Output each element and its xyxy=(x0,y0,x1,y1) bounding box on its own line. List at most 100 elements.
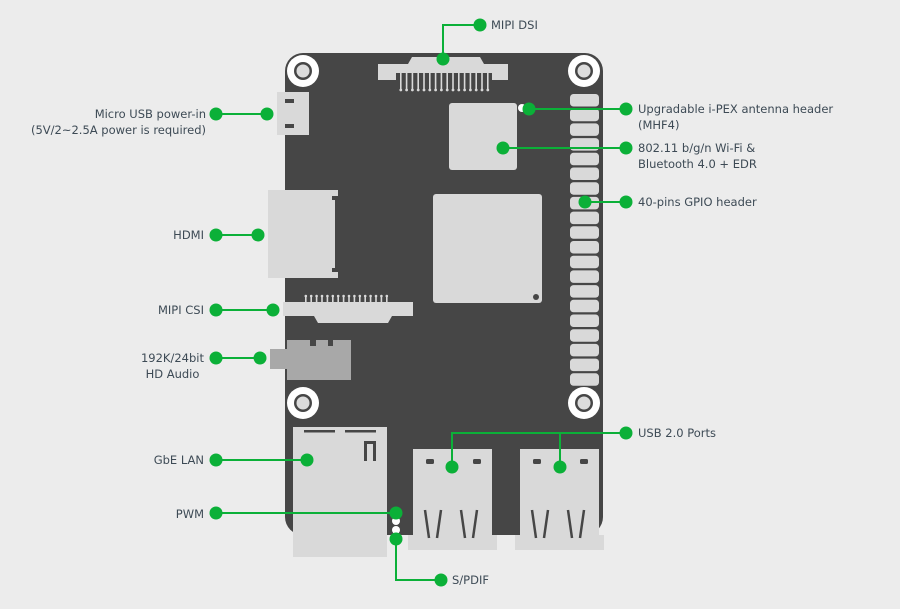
gpio-pin xyxy=(570,123,599,136)
dsi-pin-tip xyxy=(469,88,472,92)
callout-dot-spdif xyxy=(389,532,403,546)
callout-dot-wifi xyxy=(496,141,510,155)
usb-port-flange xyxy=(408,535,497,550)
dsi-pin xyxy=(446,73,448,89)
dsi-pin-tip xyxy=(457,88,461,92)
gpio-pin xyxy=(570,94,599,107)
gpio-pin xyxy=(570,167,599,180)
csi-pin-tip xyxy=(363,294,367,298)
csi-pin-tip xyxy=(385,294,389,298)
gpio-pin xyxy=(570,226,599,239)
csi-pin xyxy=(375,296,377,303)
gpio-pin xyxy=(570,314,599,327)
csi-pin-tip xyxy=(374,294,378,298)
gpio-pin xyxy=(570,241,599,254)
gpio-pin xyxy=(570,255,599,269)
dsi-pin-tip xyxy=(411,88,414,92)
csi-pin xyxy=(348,296,350,303)
csi-pin-tip xyxy=(326,294,329,298)
usb-contact xyxy=(530,509,538,539)
gpio-pin xyxy=(570,358,599,372)
callout-dot-hdmi xyxy=(251,228,265,242)
csi-pin-tip xyxy=(353,294,356,298)
label-spdif: S/PDIF xyxy=(452,573,489,587)
soc-chip xyxy=(433,194,542,303)
dsi-pin xyxy=(411,73,414,89)
label-wifi: 802.11 b/g/n Wi-Fi & Bluetooth 4.0 + EDR xyxy=(638,140,757,172)
csi-pin-tip xyxy=(315,294,318,298)
callout-dot-antenna xyxy=(619,102,633,116)
csi-pin xyxy=(369,296,372,303)
pwm-pin-2 xyxy=(392,526,400,534)
callout-dot-lan xyxy=(300,453,314,467)
csi-pin xyxy=(337,296,339,303)
gpio-pin xyxy=(570,108,599,122)
dsi-pin xyxy=(434,73,437,89)
csi-pin-tip xyxy=(320,294,324,298)
callout-dot-pwm xyxy=(209,506,223,520)
callout-dot-usb xyxy=(619,426,633,440)
callout-dot-mipi-csi xyxy=(266,303,280,317)
micro-usb-connector xyxy=(277,92,309,135)
dsi-pin-tip xyxy=(445,88,449,92)
gpio-pin xyxy=(570,211,599,225)
mounting-hole-top-left xyxy=(287,55,319,87)
csi-pin xyxy=(386,296,388,303)
usb-contact xyxy=(423,509,431,539)
gpio-pin xyxy=(570,373,599,386)
wifi-bluetooth-module xyxy=(449,103,517,170)
dsi-pin xyxy=(469,73,472,89)
callout-line-spdif xyxy=(395,539,441,581)
dsi-pin xyxy=(475,73,477,89)
dsi-pin xyxy=(400,73,402,89)
usb-port-flange xyxy=(515,535,604,550)
dsi-pin-tip xyxy=(463,88,466,92)
callout-dot-usb xyxy=(445,460,459,474)
csi-pin xyxy=(305,296,307,303)
csi-pin xyxy=(315,296,318,303)
csi-pin xyxy=(342,296,345,303)
dsi-pin-tip xyxy=(440,88,443,92)
csi-pin xyxy=(332,296,334,303)
usb-contact xyxy=(542,509,550,539)
label-hdmi: HDMI xyxy=(173,228,204,242)
usb-contact xyxy=(435,509,443,539)
label-pwm: PWM xyxy=(175,507,204,521)
gpio-pin xyxy=(570,299,599,313)
callout-dot-usb-branch xyxy=(553,460,567,474)
callout-line-usb xyxy=(451,432,626,467)
callout-dot-hdmi xyxy=(209,228,223,242)
label-mipi-csi: MIPI CSI xyxy=(157,303,204,317)
mounting-hole-bottom-right xyxy=(568,387,600,419)
csi-pin-tip xyxy=(347,294,351,298)
callout-dot-audio xyxy=(253,351,267,365)
dsi-pin xyxy=(463,73,466,89)
label-gpio: 40-pins GPIO header xyxy=(638,195,757,209)
label-antenna-line1: Upgradable i-PEX antenna header xyxy=(638,102,834,116)
csi-pin-tip xyxy=(304,294,308,298)
gpio-pin xyxy=(570,182,599,195)
dsi-pin xyxy=(487,73,489,89)
dsi-pin xyxy=(458,73,460,89)
dsi-pin-tip xyxy=(486,88,490,92)
callout-dot-lan xyxy=(209,453,223,467)
dsi-pin-tip xyxy=(405,88,408,92)
label-antenna: Upgradable i-PEX antenna header (MHF4) xyxy=(638,101,833,133)
dsi-pin xyxy=(417,73,419,89)
csi-pin xyxy=(321,296,323,303)
usb-port-2 xyxy=(515,449,604,550)
csi-pin-tip xyxy=(309,294,313,298)
csi-pin-tip xyxy=(336,294,340,298)
csi-pin-tip xyxy=(331,294,335,298)
csi-pin xyxy=(310,296,312,303)
callout-dot-wifi xyxy=(619,141,633,155)
dsi-pin xyxy=(452,73,454,89)
callout-dot-mipi-dsi xyxy=(473,18,487,32)
callout-dot-audio xyxy=(209,351,223,365)
hdmi-connector xyxy=(268,190,338,278)
label-audio-line2: HD Audio xyxy=(145,367,200,381)
label-lan: GbE LAN xyxy=(153,453,204,467)
csi-pin-tip xyxy=(369,294,372,298)
csi-pin-tip xyxy=(342,294,345,298)
